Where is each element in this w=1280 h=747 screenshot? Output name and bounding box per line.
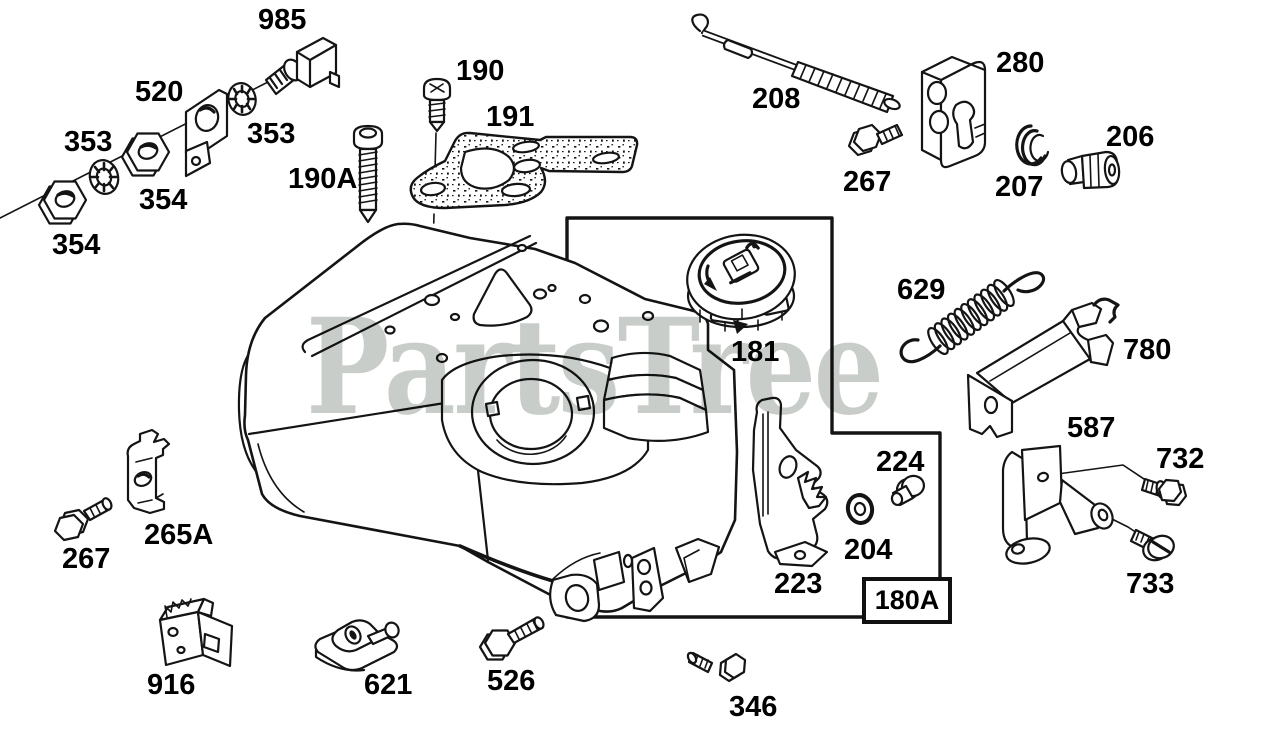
spring-629-drawing[interactable]	[899, 271, 1046, 364]
part-label-780[interactable]: 780	[1123, 334, 1172, 366]
hex-bolt-526-drawing[interactable]	[478, 616, 545, 661]
part-label-733[interactable]: 733	[1126, 568, 1175, 600]
part-label-629[interactable]: 629	[897, 274, 946, 306]
part-label-353-right[interactable]: 353	[247, 118, 296, 150]
part-label-732[interactable]: 732	[1156, 443, 1205, 475]
stop-switch-916-drawing[interactable]	[158, 597, 234, 668]
fuel-tank-drawing[interactable]	[237, 222, 739, 623]
control-bracket-587-drawing[interactable]	[966, 301, 1115, 439]
part-label-191[interactable]: 191	[486, 101, 535, 133]
link-rod-208-drawing[interactable]	[691, 13, 901, 114]
cable-clip-621-drawing[interactable]	[314, 619, 400, 672]
control-lever-223-drawing[interactable]	[751, 396, 829, 568]
part-label-280[interactable]: 280	[996, 47, 1045, 79]
gasket-191-drawing[interactable]	[409, 131, 639, 210]
part-label-354-middle[interactable]: 354	[139, 184, 188, 216]
part-label-587[interactable]: 587	[1067, 412, 1116, 444]
part-label-916[interactable]: 916	[147, 669, 196, 701]
pivot-screw-733-drawing[interactable]	[1129, 528, 1177, 564]
part-label-265a[interactable]: 265A	[144, 519, 214, 551]
washer-204-drawing[interactable]	[845, 493, 875, 525]
part-label-181[interactable]: 181	[731, 336, 780, 368]
part-label-206[interactable]: 206	[1106, 121, 1155, 153]
screw-190a-drawing[interactable]	[352, 124, 384, 224]
part-label-520[interactable]: 520	[135, 76, 184, 108]
fuel-cap-181-drawing[interactable]	[682, 228, 801, 334]
part-label-621[interactable]: 621	[364, 669, 413, 701]
part-label-204[interactable]: 204	[844, 534, 893, 566]
bolt-267-upper-drawing[interactable]	[847, 123, 904, 157]
cable-bracket-280-drawing[interactable]	[920, 55, 987, 169]
part-label-526[interactable]: 526	[487, 665, 536, 697]
primer-valve-985-drawing[interactable]	[264, 36, 341, 96]
mounting-hardware-chain-drawing[interactable]	[0, 79, 273, 225]
bolt-267-lower-drawing[interactable]	[53, 497, 113, 542]
anchor-clip-780-drawing[interactable]	[1092, 297, 1120, 324]
part-label-267-upper[interactable]: 267	[843, 166, 892, 198]
part-label-190a[interactable]: 190A	[288, 163, 358, 195]
clamp-clip-265a-drawing[interactable]	[126, 428, 171, 515]
part-label-354-lower[interactable]: 354	[52, 229, 101, 261]
part-label-353-left[interactable]: 353	[64, 126, 113, 158]
part-label-267-lower[interactable]: 267	[62, 543, 111, 575]
part-label-190[interactable]: 190	[456, 55, 505, 87]
part-label-208[interactable]: 208	[752, 83, 801, 115]
hex-bolt-346-drawing[interactable]	[686, 651, 747, 683]
retainer-clip-207-drawing[interactable]	[1015, 124, 1050, 167]
pivot-bolt-732-drawing[interactable]	[1140, 477, 1188, 507]
valve-206-drawing[interactable]	[1060, 150, 1121, 190]
pin-224-drawing[interactable]	[890, 473, 927, 507]
part-label-223[interactable]: 223	[774, 568, 823, 600]
part-label-224[interactable]: 224	[876, 446, 925, 478]
pivot-bracket-assembly-drawing[interactable]	[1001, 444, 1148, 567]
part-label-985[interactable]: 985	[258, 4, 307, 36]
part-label-207[interactable]: 207	[995, 171, 1044, 203]
callout-180a[interactable]: 180A	[862, 577, 952, 624]
part-label-346[interactable]: 346	[729, 691, 778, 723]
